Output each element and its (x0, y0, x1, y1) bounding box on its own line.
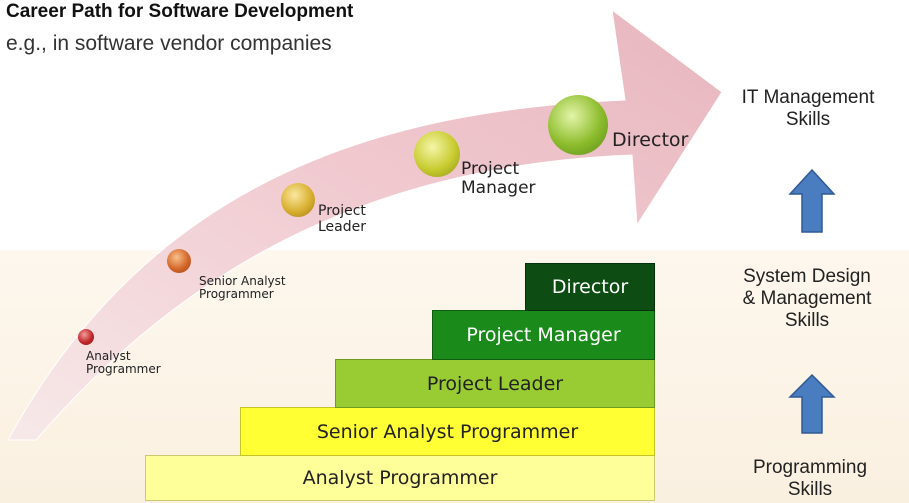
skill-programming: Programming Skills (752, 457, 868, 500)
step-project-leader: Project Leader (335, 359, 655, 408)
node-project-manager-ball (414, 131, 460, 177)
step-project-manager: Project Manager (432, 310, 655, 360)
node-project-leader-label: Project Leader (318, 203, 367, 235)
step-director: Director (525, 263, 655, 311)
skill-it-management: IT Management Skills (741, 87, 875, 130)
step-label: Project Leader (426, 372, 564, 395)
node-analyst-programmer-ball (78, 329, 94, 345)
node-senior-analyst-label: Senior Analyst Programmer (199, 274, 286, 302)
node-project-manager-label: Project Manager (461, 159, 536, 199)
node-director-label: Director (612, 129, 689, 151)
page-title: Career Path for Software Development (6, 1, 354, 22)
step-senior-analyst-programmer: Senior Analyst Programmer (240, 407, 655, 456)
node-project-leader-ball (281, 183, 315, 217)
step-label: Director (551, 276, 629, 298)
step-label: Project Manager (466, 324, 621, 346)
node-senior-analyst-ball (167, 249, 191, 273)
step-label: Senior Analyst Programmer (316, 420, 579, 443)
skill-system-design-management: System Design & Management Skills (742, 266, 872, 331)
node-analyst-programmer-label: Analyst Programmer (86, 349, 161, 377)
step-analyst-programmer: Analyst Programmer (145, 455, 655, 501)
step-label: Analyst Programmer (302, 467, 498, 489)
node-director-ball (548, 95, 608, 155)
up-arrow-icon (788, 373, 836, 434)
up-arrow-icon (788, 168, 836, 233)
page-subtitle: e.g., in software vendor companies (6, 32, 332, 55)
